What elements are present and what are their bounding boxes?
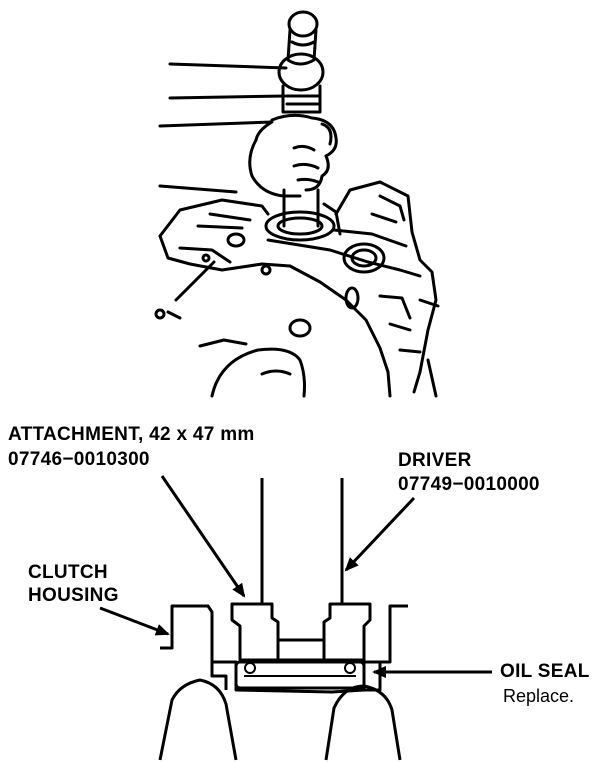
clutch-housing-arrow xyxy=(99,606,170,636)
driver-arrow xyxy=(344,496,416,572)
attachment xyxy=(230,602,372,662)
hammer-and-housing-illustration xyxy=(154,10,440,398)
oil-seal-label: OIL SEAL xyxy=(500,661,590,682)
transmission-housing xyxy=(154,180,440,398)
hammer-icon xyxy=(277,10,325,114)
oil-seal-note: Replace. xyxy=(503,686,575,706)
attachment-label: ATTACHMENT, 42 x 47 mm xyxy=(8,424,255,445)
clutch-housing-label-line1: CLUTCH xyxy=(28,562,108,583)
arm xyxy=(158,62,288,194)
attachment-part-number: 07746−0010300 xyxy=(8,449,150,470)
clutch-housing-label-line2: HOUSING xyxy=(28,585,119,606)
hand xyxy=(248,113,338,198)
cross-section-illustration xyxy=(158,478,408,761)
driver-shaft xyxy=(260,478,344,604)
driver-part-number: 07749−0010000 xyxy=(398,474,540,495)
callout-arrows xyxy=(99,475,492,678)
seal-ring xyxy=(264,210,336,242)
driver-label: DRIVER xyxy=(398,450,472,471)
attachment-arrow xyxy=(160,475,246,598)
